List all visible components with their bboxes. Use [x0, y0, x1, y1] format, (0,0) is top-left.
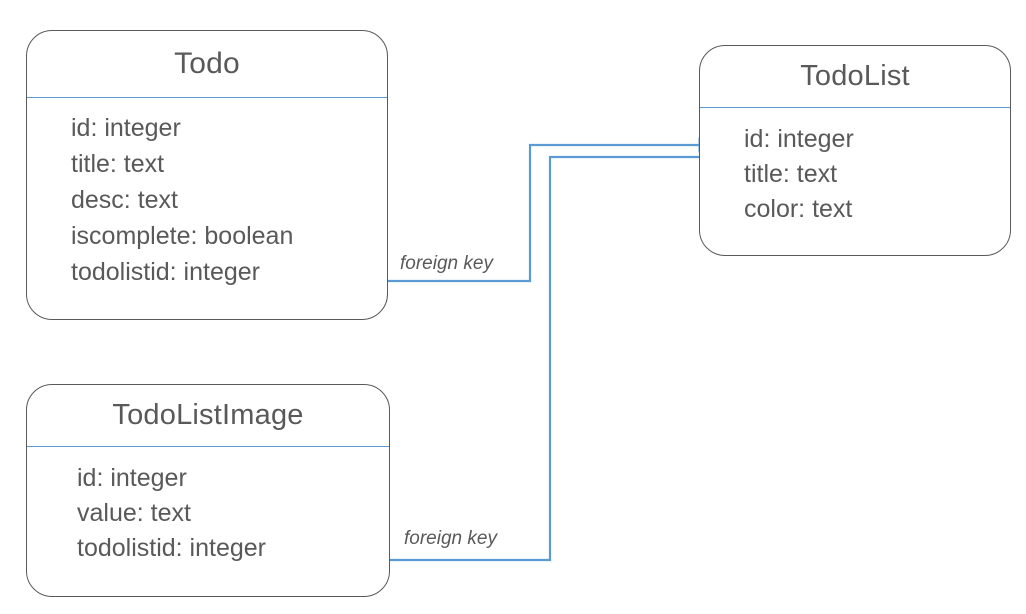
attribute-row: desc: text — [71, 186, 178, 214]
attribute-row: title: text — [71, 150, 165, 178]
entity-todo-divider — [27, 97, 387, 98]
entity-todolistimage-attributes: id: integer value: text todolistid: inte… — [27, 447, 389, 566]
attribute-row: todolistid: integer — [77, 534, 267, 562]
attribute-row: todolistid: integer — [71, 258, 261, 286]
attribute-row: id: integer — [71, 114, 181, 142]
entity-todolist[interactable]: TodoList id: integer title: text color: … — [699, 45, 1011, 256]
entity-todolistimage-divider — [27, 446, 389, 447]
attribute-row: color: text — [744, 195, 853, 223]
entity-todolistimage-title: TodoListImage — [112, 399, 304, 431]
entity-todolist-title: TodoList — [800, 60, 910, 92]
entity-todolist-divider — [700, 107, 1010, 108]
entity-todolistimage[interactable]: TodoListImage id: integer value: text to… — [26, 384, 390, 597]
relationship-label-todolistimage-to-todolist: foreign key — [400, 527, 501, 550]
entity-todo-attributes: id: integer title: text desc: text iscom… — [27, 98, 387, 290]
entity-todolist-attributes: id: integer title: text color: text — [700, 108, 1010, 227]
entity-todo-title: Todo — [174, 47, 240, 80]
attribute-row: id: integer — [744, 125, 854, 153]
relationship-label-todo-to-todolist: foreign key — [396, 252, 497, 275]
attribute-row: id: integer — [77, 464, 187, 492]
entity-todo[interactable]: Todo id: integer title: text desc: text … — [26, 30, 388, 320]
attribute-row: value: text — [77, 499, 191, 527]
attribute-row: title: text — [744, 160, 838, 188]
attribute-row: iscomplete: boolean — [71, 222, 294, 250]
